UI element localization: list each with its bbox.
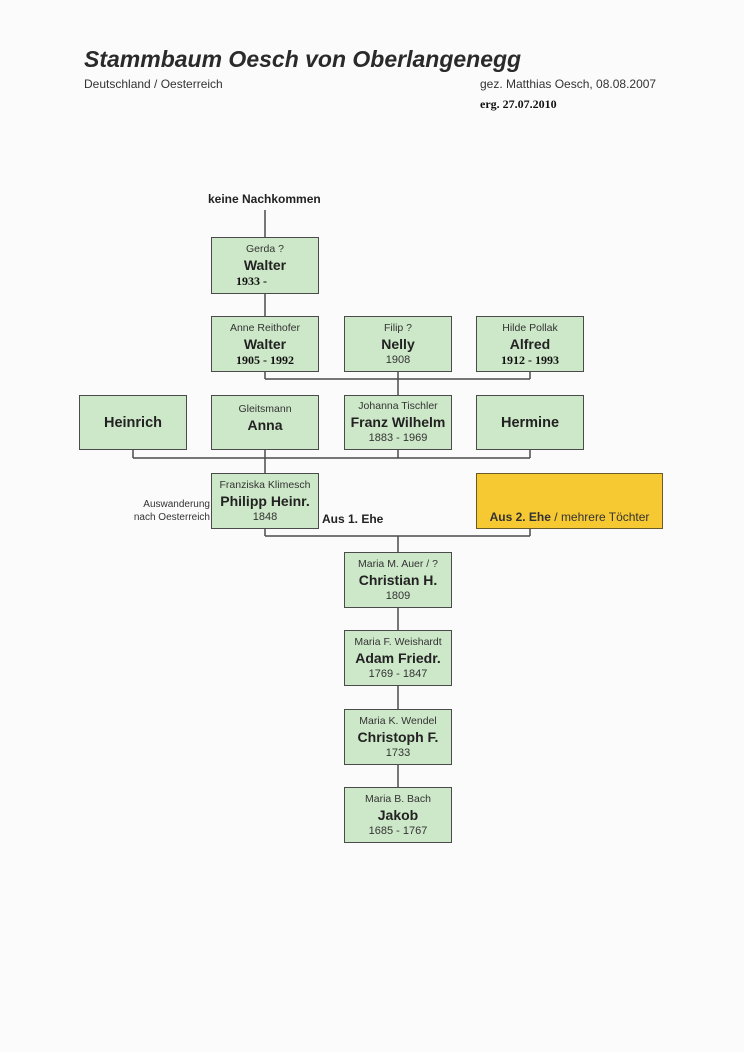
spouse-name: Maria M. Auer / ? [358, 557, 438, 570]
no-descendants-note: keine Nachkommen [208, 192, 321, 206]
spouse-name: Gleitsmann [238, 403, 292, 415]
person-name: Hermine [500, 414, 560, 431]
person-years: 1769 - 1847 [368, 667, 428, 680]
second-marriage-note: / mehrere Töchter [550, 510, 650, 524]
person-walter-1905: Anne Reithofer Walter 1905 - 1992 [211, 316, 319, 372]
person-adam: Maria F. Weishardt Adam Friedr. 1769 - 1… [344, 630, 452, 686]
person-jakob: Maria B. Bach Jakob 1685 - 1767 [344, 787, 452, 843]
person-walter-1933: Gerda ? Walter 1933 - [211, 237, 319, 294]
first-marriage-note: Aus 1. Ehe [322, 512, 384, 526]
spouse-name: Hilde Pollak [502, 321, 558, 334]
page-subtitle: Deutschland / Oesterreich [84, 77, 223, 91]
person-christoph: Maria K. Wendel Christoph F. 1733 [344, 709, 452, 765]
person-years: 1933 - [236, 274, 267, 288]
person-name: Adam Friedr. [355, 649, 441, 666]
person-name: Anna [247, 417, 283, 433]
person-years: 1905 - 1992 [236, 352, 294, 367]
person-years: 1883 - 1969 [368, 432, 428, 444]
person-name: Christoph F. [357, 728, 439, 745]
person-years: 1908 [385, 353, 411, 366]
person-nelly: Filip ? Nelly 1908 [344, 316, 452, 372]
person-years: 1848 [252, 510, 278, 523]
person-heinrich: Heinrich [79, 395, 187, 450]
second-marriage-label: Aus 2. Ehe [489, 510, 551, 524]
person-name: Alfred [509, 335, 551, 352]
page-title: Stammbaum Oesch von Oberlangenegg [84, 46, 522, 72]
person-years: 1733 [385, 746, 411, 759]
emigration-note: Auswanderung nach Oesterreich [133, 499, 210, 523]
person-name: Nelly [381, 335, 415, 352]
extension-date: erg. 27.07.2010 [480, 97, 557, 111]
spouse-name: Maria K. Wendel [359, 714, 437, 727]
person-years: 1685 - 1767 [368, 824, 428, 837]
person-christian: Maria M. Auer / ? Christian H. 1809 [344, 552, 452, 608]
spouse-name: Gerda ? [246, 243, 284, 255]
person-anna: Gleitsmann Anna [211, 395, 319, 450]
person-philipp: Franziska Klimesch Philipp Heinr. 1848 [211, 473, 319, 529]
spouse-name: Anne Reithofer [229, 321, 301, 334]
person-franz-wilhelm: Johanna Tischler Franz Wilhelm 1883 - 19… [344, 395, 452, 450]
person-name: Franz Wilhelm [350, 414, 446, 430]
person-name: Walter [243, 257, 287, 273]
person-name: Philipp Heinr. [220, 492, 310, 509]
person-years: 1809 [385, 589, 411, 602]
spouse-name: Franziska Klimesch [219, 478, 311, 491]
person-name: Walter [243, 335, 287, 352]
author-credit: gez. Matthias Oesch, 08.08.2007 [480, 77, 657, 91]
second-marriage-box: Aus 2. Ehe / mehrere Töchter [476, 473, 663, 529]
spouse-name: Maria F. Weishardt [354, 635, 442, 648]
person-name: Christian H. [358, 571, 438, 588]
person-hermine: Hermine [476, 395, 584, 450]
person-name: Jakob [377, 806, 419, 823]
person-alfred: Hilde Pollak Alfred 1912 - 1993 [476, 316, 584, 372]
spouse-name: Johanna Tischler [358, 400, 438, 412]
spouse-name: Maria B. Bach [365, 792, 431, 805]
spouse-name: Filip ? [383, 321, 412, 334]
person-name: Heinrich [103, 414, 162, 431]
person-years: 1912 - 1993 [501, 352, 559, 367]
